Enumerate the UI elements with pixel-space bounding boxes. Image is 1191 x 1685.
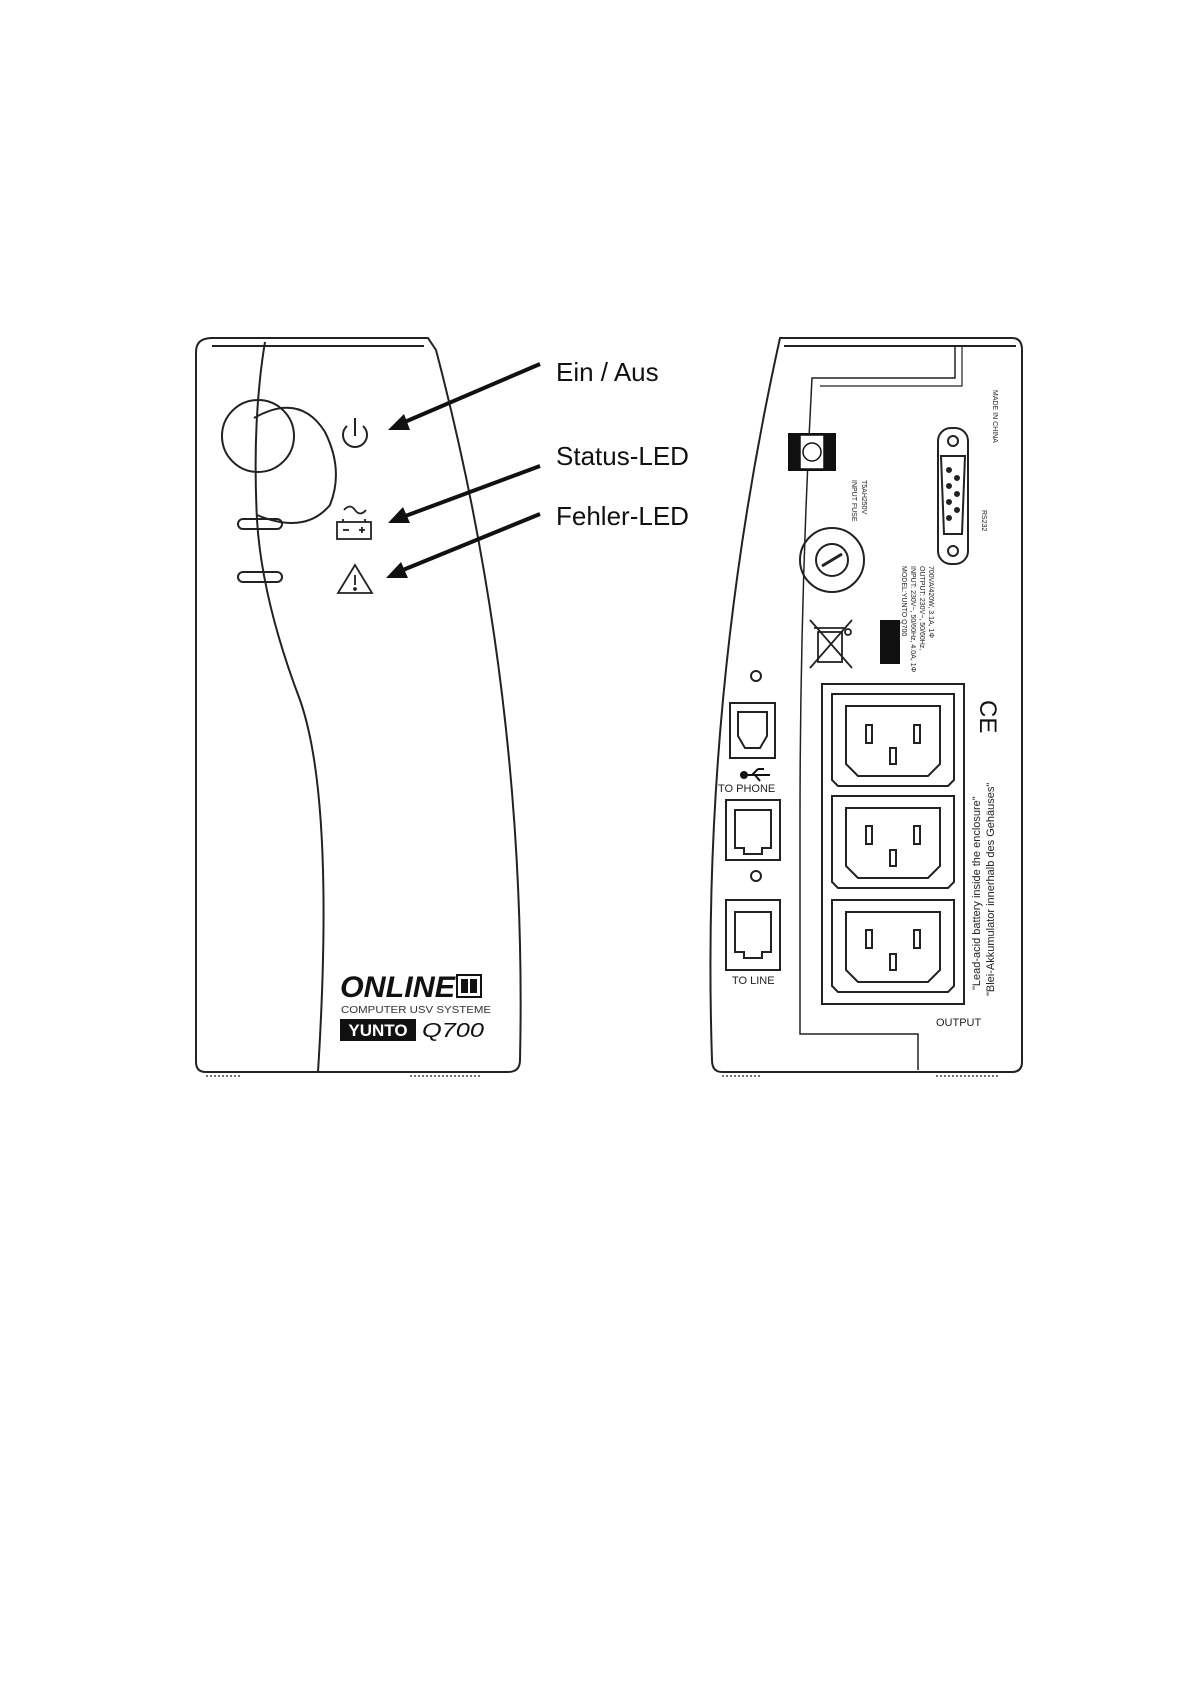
svg-text:INPUT: 230V~, 50/60Hz, 4.0A, 1: INPUT: 230V~, 50/60Hz, 4.0A, 1Φ — [909, 566, 916, 673]
output-label: OUTPUT — [936, 1017, 982, 1029]
callout-error-label: Fehler-LED — [556, 501, 689, 531]
brand-plate: ONLINE COMPUTER USV SYSTEME YUNTO Q700 — [340, 971, 491, 1042]
brand-name: ONLINE — [340, 971, 456, 1004]
front-button-arc — [253, 406, 337, 524]
line-port[interactable] — [725, 899, 781, 971]
rs232-port[interactable] — [937, 427, 969, 565]
made-in-label: MADE IN CHINA — [991, 390, 998, 443]
model-box-label: YUNTO — [348, 1021, 407, 1040]
output-socket-3[interactable] — [831, 899, 955, 993]
front-panel-curve — [254, 341, 325, 1073]
warning-icon — [336, 563, 374, 594]
fuse-label-2: T5AH250V — [860, 480, 867, 515]
battery-warning-en: "Lead-acid battery inside the enclosure" — [971, 796, 983, 990]
rear-breaker — [788, 433, 836, 471]
rear-ports — [725, 670, 781, 971]
arrow-status — [399, 464, 541, 520]
mains-battery-icon — [336, 505, 372, 540]
battery-warning-de: "Blei-Akkumulator innerhalb des Gehäuses… — [985, 783, 997, 996]
usb-led — [750, 670, 762, 682]
to-phone-label: TO PHONE — [718, 783, 775, 795]
power-icon — [342, 418, 368, 448]
usb-icon — [740, 768, 770, 782]
output-socket-1[interactable] — [831, 693, 955, 787]
phone-port[interactable] — [725, 799, 781, 861]
power-button[interactable] — [221, 399, 295, 473]
error-led-slot — [237, 571, 283, 583]
rs232-label: RS232 — [980, 510, 987, 532]
svg-text:700VA/420W, 3.1A, 1Φ: 700VA/420W, 3.1A, 1Φ — [927, 566, 934, 638]
model-box — [340, 1019, 416, 1041]
svg-text:MODEL:YUNTO Q700: MODEL:YUNTO Q700 — [900, 566, 907, 636]
to-line-label: TO LINE — [732, 975, 775, 987]
input-fuse[interactable] — [799, 527, 865, 593]
model-number: Q700 — [422, 1020, 484, 1042]
brand-logo-icon — [456, 974, 482, 998]
ce-mark: CE — [974, 700, 1001, 733]
svg-text:OUTPUT: 230V~, 50/60Hz,: OUTPUT: 230V~, 50/60Hz, — [918, 566, 925, 650]
callout-power-label: Ein / Aus — [556, 357, 659, 387]
brand-subtitle: COMPUTER USV SYSTEME — [341, 1005, 491, 1016]
usb-port[interactable] — [729, 702, 776, 759]
callout-arrows — [386, 362, 541, 578]
output-socket-2[interactable] — [831, 795, 955, 889]
arrow-power — [399, 362, 541, 426]
rear-body-outline — [709, 337, 1023, 1073]
rating-label: MODEL:YUNTO Q700 INPUT: 230V~, 50/60Hz, … — [900, 566, 934, 673]
callout-status-label: Status-LED — [556, 441, 689, 471]
status-led-slot — [237, 518, 283, 530]
front-view — [195, 337, 522, 1077]
rear-view — [709, 337, 1023, 1077]
rear-panel-inner — [799, 346, 956, 1070]
rear-panel-inner2 — [820, 346, 963, 387]
front-body-outline — [195, 337, 522, 1073]
weee-bar — [880, 620, 900, 664]
fuse-label-1: INPUT FUSE — [850, 480, 857, 522]
weee-bin-icon — [809, 619, 853, 669]
arrow-error — [397, 512, 541, 574]
output-panel — [821, 683, 965, 1005]
